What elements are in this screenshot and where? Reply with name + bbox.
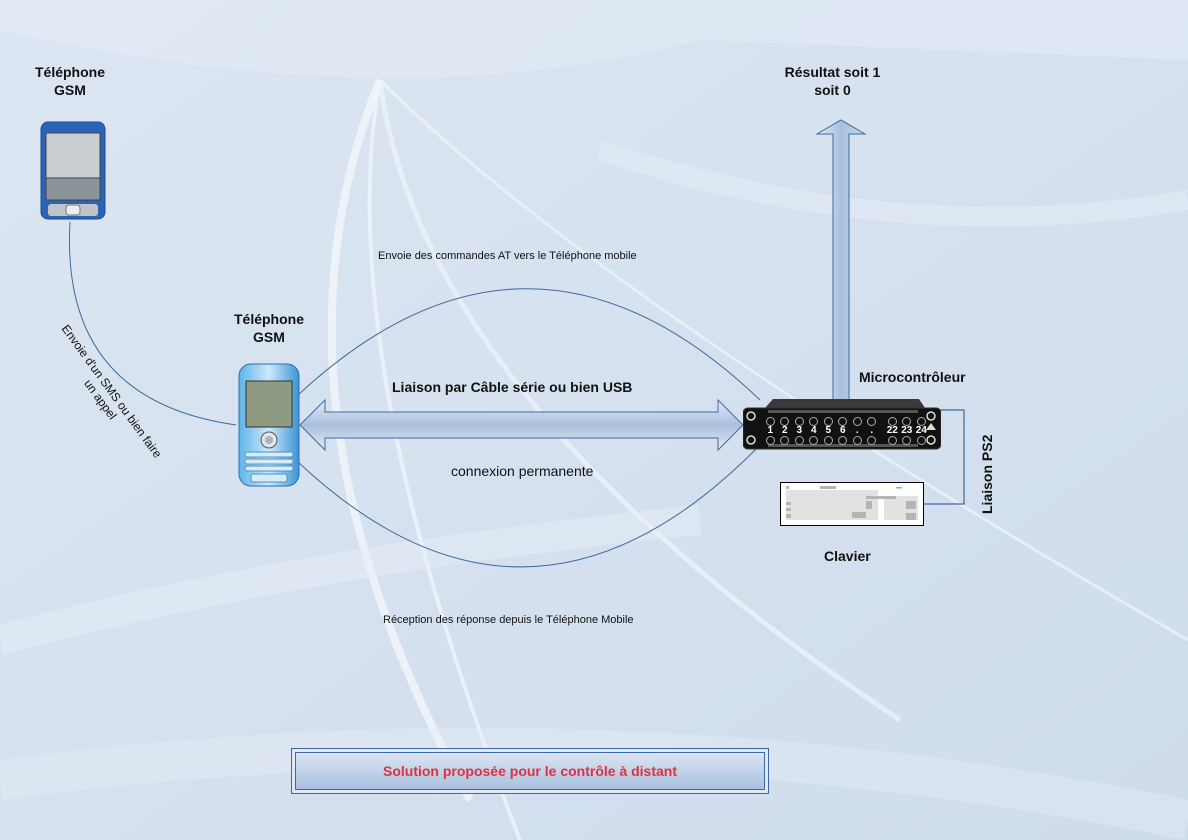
remote-phone-label: Téléphone GSM xyxy=(30,63,110,99)
keyboard-label: Clavier xyxy=(824,548,871,564)
ps2-link-label: Liaison PS2 xyxy=(979,434,995,514)
panel-port: 22 xyxy=(885,417,900,445)
panel-port-label: 22 xyxy=(886,425,898,436)
keyboard-icon xyxy=(780,482,924,526)
diagram-title-inner: Solution proposée pour le contrôle à dis… xyxy=(295,752,765,790)
panel-port-label: 4 xyxy=(810,425,817,436)
at-commands-curve xyxy=(297,288,761,401)
panel-port-label: 3 xyxy=(796,425,803,436)
local-phone-label-line2: GSM xyxy=(253,329,285,345)
panel-port-label: 2 xyxy=(781,425,788,436)
sms-curve xyxy=(68,221,237,426)
panel-port: 23 xyxy=(900,417,915,445)
panel-port: 2 xyxy=(778,417,793,445)
panel-port-label: 24 xyxy=(915,425,927,436)
panel-port: 3 xyxy=(792,417,807,445)
local-phone-label-line1: Téléphone xyxy=(233,311,304,327)
panel-port: . xyxy=(850,417,865,445)
panel-port-label: . xyxy=(855,425,859,436)
panel-port: 4 xyxy=(807,417,822,445)
responses-curve xyxy=(297,444,761,568)
at-commands-label: Envoie des commandes AT vers le Téléphon… xyxy=(378,250,637,262)
result-label-line1: Résultat soit 1 xyxy=(784,64,881,80)
panel-port-label: 1 xyxy=(767,425,774,436)
pda-phone-icon xyxy=(40,121,106,220)
permanent-connection-label: connexion permanente xyxy=(451,463,594,479)
local-phone-label: Téléphone GSM xyxy=(229,310,309,346)
panel-port: 24 xyxy=(914,417,929,445)
panel-port-label: 5 xyxy=(825,425,832,436)
serial-usb-label: Liaison par Câble série ou bien USB xyxy=(392,379,633,395)
remote-phone-label-line1: Téléphone xyxy=(34,64,105,80)
mobile-phone-icon xyxy=(238,363,300,487)
panel-port-label: 6 xyxy=(839,425,846,436)
microcontroller-label: Microcontrôleur xyxy=(859,369,966,385)
remote-phone-label-line2: GSM xyxy=(54,82,86,98)
diagram-title: Solution proposée pour le contrôle à dis… xyxy=(382,763,678,779)
panel-port: 1 xyxy=(763,417,778,445)
result-label: Résultat soit 1 soit 0 xyxy=(770,63,895,99)
panel-port-label: 23 xyxy=(901,425,913,436)
panel-port: 6 xyxy=(836,417,851,445)
ps2-line xyxy=(922,409,965,505)
result-arrow xyxy=(815,119,867,401)
responses-label: Réception des réponse depuis le Téléphon… xyxy=(383,614,634,626)
diagram-title-box: Solution proposée pour le contrôle à dis… xyxy=(291,748,769,794)
panel-port: . xyxy=(865,417,880,445)
result-label-line2: soit 0 xyxy=(814,82,851,98)
panel-port-label: . xyxy=(870,425,874,436)
panel-port: 5 xyxy=(821,417,836,445)
